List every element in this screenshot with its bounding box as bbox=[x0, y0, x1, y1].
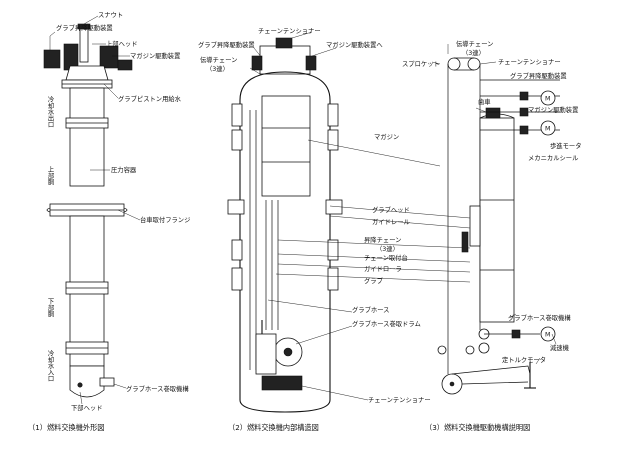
label-guide-rail: ガイドレール bbox=[372, 217, 410, 226]
label-gear: 歯車 bbox=[478, 97, 491, 106]
motor-M-2 bbox=[540, 120, 556, 136]
motor-M-1 bbox=[540, 90, 556, 106]
label-coolant-inlet: 冷却水入口 bbox=[47, 349, 54, 382]
label-mechanical-seal: メカニカルシール bbox=[528, 154, 578, 162]
top-drive-housing bbox=[259, 45, 311, 75]
label-lower-part: 下部胴 bbox=[47, 298, 54, 319]
label-stepping-motor: 歩進モータ bbox=[550, 141, 581, 150]
label-chain-tensioner-top: チェーンテンショナー bbox=[258, 27, 321, 35]
motor-M-2-label: M bbox=[545, 126, 550, 133]
label-grab-hose-winder: グラブホース巻取機構 bbox=[126, 384, 189, 393]
label-carriage-flange: 台車取付フランジ bbox=[140, 215, 190, 224]
motor-M-3 bbox=[540, 326, 556, 342]
label-guide-roller: ガイドローラ bbox=[364, 264, 402, 273]
magazine-drum bbox=[261, 95, 311, 197]
fig1-external-view: グラブ昇降駆動装置 スナウト 上部ヘッド マガジン駆動装置 グラブピストン用給水… bbox=[28, 11, 190, 432]
label-sprocket: スプロケット bbox=[402, 60, 440, 68]
label-lower-head: 下部ヘッド bbox=[71, 403, 102, 412]
label-reducer: 減速機 bbox=[550, 343, 570, 352]
label-torque-motor: 定トルクモータ bbox=[502, 355, 546, 364]
label-chain-tensioner-3: チェーンテンショナー bbox=[498, 58, 561, 66]
hose-winder-box bbox=[99, 377, 115, 387]
gear-fig3 bbox=[485, 107, 501, 119]
label-grab-lift-drive-3: グラブ昇降駆動装置 bbox=[510, 71, 567, 80]
caption-fig3: （3）燃料交換機駆動機構説明図 bbox=[425, 423, 530, 432]
motor-M-1-label: M bbox=[545, 96, 550, 103]
label-snout: スナウト bbox=[98, 11, 123, 19]
label-grab-piston-water: グラブピストン用給水 bbox=[118, 94, 182, 103]
motor-M-3-label: M bbox=[545, 332, 550, 339]
lower-head bbox=[69, 365, 105, 398]
caption-fig2: （2）燃料交換機内部構造図 bbox=[228, 423, 319, 432]
upper-head bbox=[65, 65, 109, 81]
sprocket-right bbox=[467, 57, 481, 71]
label-lift-chain-sub: （3連） bbox=[376, 244, 399, 253]
label-magazine-drive-2: マガジン駆動装置へ bbox=[326, 40, 383, 49]
fig3-drive-mechanism: M M M 伝導チェーン （3連） スプロケット チェーンテンショナー グラブ昇… bbox=[402, 39, 581, 432]
label-grab-lift-drive-2: グラブ昇降駆動装置 bbox=[198, 40, 255, 49]
label-grab-hose-winder-3: グラブホース巻取機構 bbox=[508, 313, 571, 322]
label-magazine-drive-3: マガジン駆動装置 bbox=[528, 105, 578, 114]
label-grab: グラブ bbox=[364, 276, 384, 285]
label-chain-mount: チェーン取付台 bbox=[364, 253, 408, 262]
label-drive-chain-sub-3: （3連） bbox=[462, 48, 485, 57]
label-pressure-vessel: 圧力容器 bbox=[111, 165, 137, 174]
lower-chain-tensioner bbox=[261, 375, 303, 391]
vessel-outline bbox=[239, 71, 331, 413]
label-drive-chain-sub-2: （3連） bbox=[206, 64, 229, 73]
label-lift-chain: 昇降チェーン bbox=[364, 235, 401, 244]
label-upper-part: 上部胴 bbox=[47, 165, 54, 187]
caption-fig1: （1）燃料交換機外形図 bbox=[28, 423, 104, 432]
label-grab-hose: グラブホース bbox=[352, 305, 389, 314]
label-coolant-outlet: 冷却水出口 bbox=[47, 95, 54, 128]
magazine-drive-motor bbox=[117, 59, 133, 71]
label-grab-hose-drum: グラブホース巻取ドラム bbox=[352, 319, 421, 328]
label-grab-lift-drive: グラブ昇降駆動装置 bbox=[56, 23, 113, 32]
label-drive-chain-2: 伝導チェーン bbox=[200, 55, 237, 64]
fig2-internal-structure: チェーンテンショナー グラブ昇降駆動装置 マガジン駆動装置へ 伝導チェーン （3… bbox=[198, 27, 471, 432]
label-grab-head: グラブヘッド bbox=[372, 205, 410, 214]
sprocket-left bbox=[447, 57, 461, 71]
label-drive-chain-3: 伝導チェーン bbox=[456, 39, 493, 48]
magazine-fig3 bbox=[479, 117, 515, 323]
magazine-drive-block bbox=[99, 45, 119, 69]
snout-shaft bbox=[79, 27, 89, 63]
grab-lift-drive-block-left bbox=[43, 49, 61, 69]
label-magazine-drive: マガジン駆動装置 bbox=[130, 51, 180, 60]
label-chain-tensioner-bottom: チェーンテンショナー bbox=[368, 396, 431, 404]
label-upper-head: 上部ヘッド bbox=[106, 39, 137, 48]
label-magazine: マガジン bbox=[374, 132, 399, 141]
upper-body bbox=[69, 87, 105, 187]
